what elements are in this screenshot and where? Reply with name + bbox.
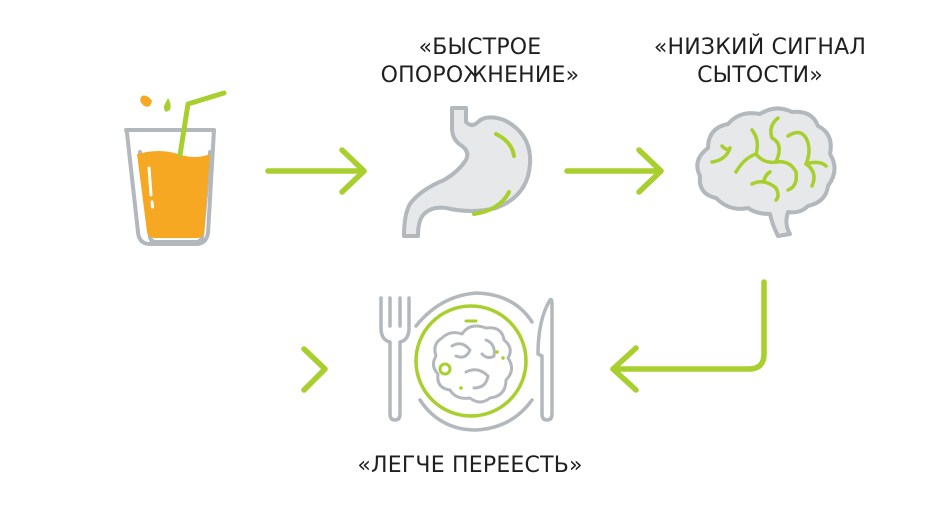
brain-label: «НИЗКИЙ СИГНАЛ СЫТОСТИ» [630, 34, 890, 90]
meal-label: «ЛЕГЧЕ ПЕРЕЕСТЬ» [330, 452, 610, 480]
stomach-label-line-1: «БЫСТРОЕ [418, 35, 542, 60]
arrow-right-icon [265, 147, 367, 195]
plate-fork-knife-icon [379, 291, 554, 432]
arrow-down-left-icon [610, 279, 767, 393]
juice-glass-icon [124, 90, 227, 246]
stomach-label: «БЫСТРОЕ ОПОРОЖНЕНИЕ» [360, 34, 600, 90]
arrow-right-icon [564, 147, 664, 195]
brain-label-line-2: СЫТОСТИ» [697, 63, 823, 88]
brain-label-line-1: «НИЗКИЙ СИГНАЛ [653, 35, 867, 60]
stomach-icon [402, 106, 533, 238]
brain-icon [695, 106, 837, 238]
chevron-right-icon [301, 346, 328, 393]
meal-label-line-1: «ЛЕГЧЕ ПЕРЕЕСТЬ» [357, 453, 583, 478]
stomach-label-line-2: ОПОРОЖНЕНИЕ» [380, 63, 580, 88]
